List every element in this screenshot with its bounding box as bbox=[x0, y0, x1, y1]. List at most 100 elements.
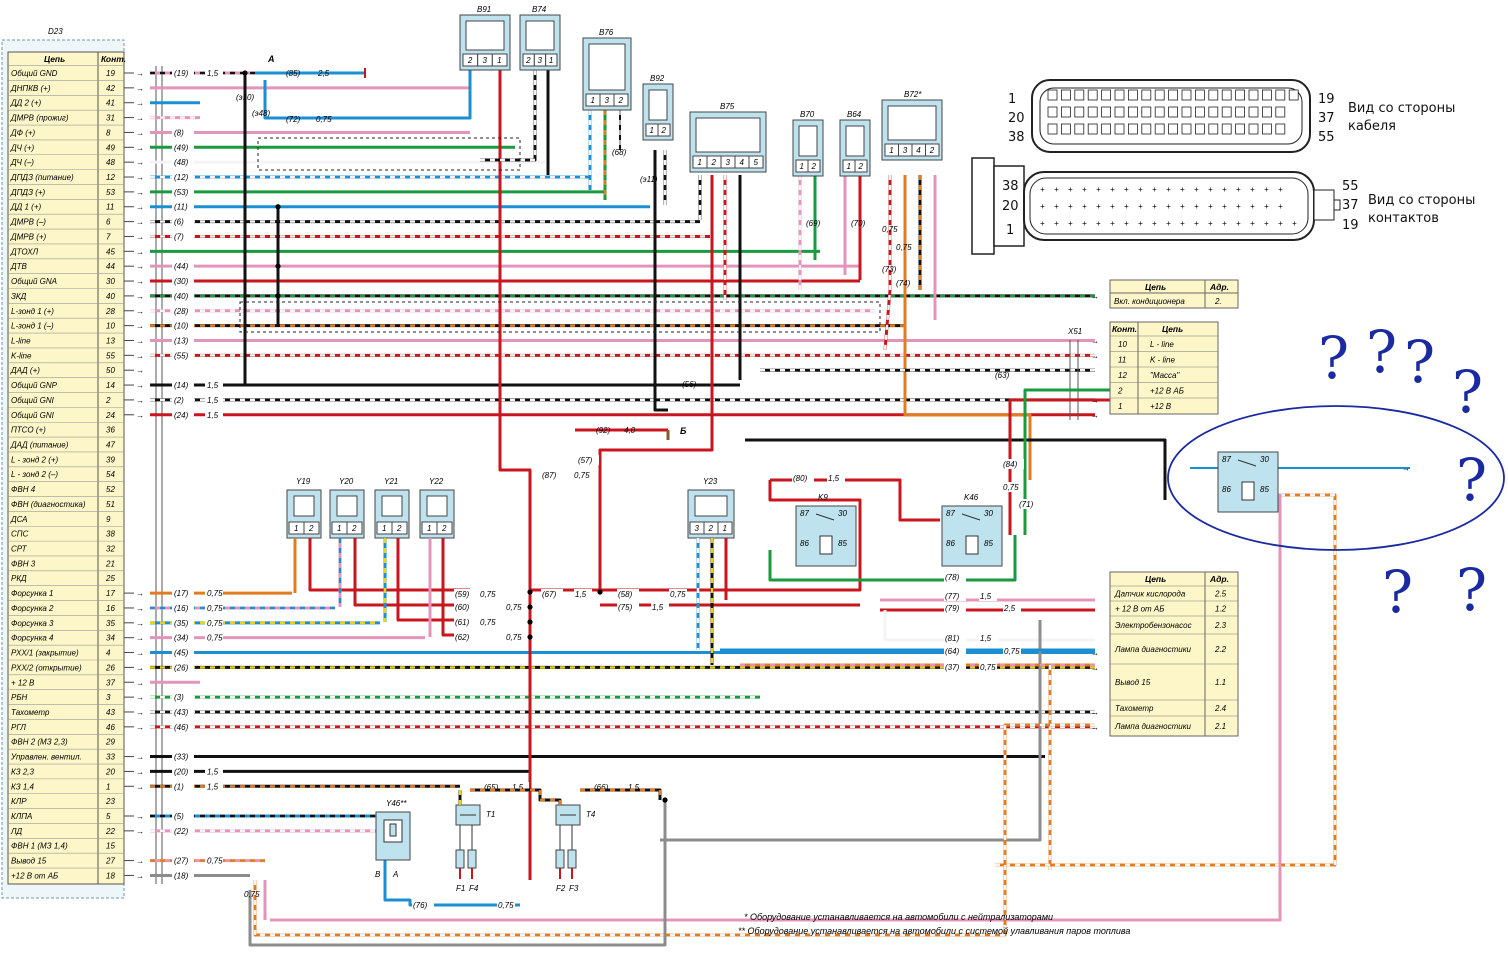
pin-contact: + bbox=[1040, 185, 1045, 194]
mid-wire-labels: (59)0,75(60)0,75(61)0,75(62)0,75(67)1,5(… bbox=[412, 455, 1040, 910]
junction-dot bbox=[275, 204, 281, 210]
label-bg bbox=[617, 602, 639, 612]
connector-view-cable: 1 20 38 19 37 55 Вид со стороны кабеля bbox=[1008, 79, 1455, 153]
pin-label: 2 bbox=[858, 162, 864, 171]
wire-74-num: (74) bbox=[896, 279, 911, 288]
pin-socket bbox=[1262, 106, 1272, 118]
arrow-icon: → bbox=[136, 114, 144, 123]
wire-74-sec: 0,75 bbox=[896, 243, 912, 252]
pin-socket bbox=[1141, 106, 1152, 118]
ecu-row-name: КЗ 1,4 bbox=[11, 782, 35, 791]
arrow-icon: → bbox=[136, 678, 144, 687]
diag-pin: 10 bbox=[1118, 340, 1127, 349]
fuse-name: + 12 В от АБ bbox=[1115, 605, 1164, 614]
y46-id: Y46** bbox=[386, 799, 407, 808]
label-bg bbox=[454, 632, 476, 642]
pin-cell bbox=[854, 159, 868, 173]
ecu-row-name: ДЧ (+) bbox=[10, 143, 34, 152]
cond-head-circuit: Цепь bbox=[1145, 282, 1166, 292]
wire-number: (79) bbox=[945, 604, 960, 613]
ecu-row-pin: 36 bbox=[106, 426, 115, 435]
wire-number: (66) bbox=[594, 783, 609, 792]
sensor-symbol bbox=[887, 105, 937, 141]
arrow-icon: → bbox=[136, 663, 144, 672]
label-bg bbox=[205, 766, 223, 777]
ecu-row-name: + 12 В bbox=[11, 678, 35, 687]
relay-id: K46 bbox=[964, 493, 979, 502]
pin-label: 3 bbox=[903, 146, 908, 155]
pin-socket bbox=[1275, 123, 1286, 135]
pin-contact: + bbox=[1068, 219, 1073, 228]
wire-number: (20) bbox=[174, 767, 189, 776]
contact-pin-grid: ++++++++++++++++++++++++++++++++++++++++… bbox=[1040, 185, 1297, 228]
sensor-id: B74 bbox=[532, 5, 547, 14]
wire-number: (67) bbox=[542, 590, 557, 599]
wire-number: (48) bbox=[174, 158, 189, 167]
label-bg bbox=[479, 617, 497, 627]
plug-label: F3 bbox=[569, 884, 579, 893]
ecu-row-name: Общий GNP bbox=[11, 381, 58, 390]
arrow-icon: → bbox=[136, 708, 144, 717]
arrow-icon: → bbox=[136, 723, 144, 732]
junction-a-label: А bbox=[267, 54, 275, 64]
pin-socket bbox=[1101, 123, 1111, 135]
label-bg bbox=[483, 782, 505, 792]
label-bg bbox=[172, 320, 194, 331]
sensor-symbol bbox=[648, 89, 668, 121]
diag-name: +12 В bbox=[1150, 402, 1172, 411]
ecu-row-name: ЗКД bbox=[11, 292, 27, 301]
ecu-row-pin: 25 bbox=[105, 574, 115, 583]
ecu-row-pin: 2 bbox=[105, 396, 111, 405]
arrow-icon: → bbox=[136, 857, 144, 866]
wire-section: 2,5 bbox=[1003, 604, 1016, 613]
cable-n37: 37 bbox=[1318, 111, 1335, 126]
label-bg bbox=[172, 811, 194, 821]
wire-number: (37) bbox=[945, 663, 960, 672]
junction-dot bbox=[597, 589, 603, 595]
junction-dot bbox=[242, 70, 248, 76]
pin-socket bbox=[1195, 89, 1205, 101]
ecu-row-name: K-line bbox=[11, 351, 32, 360]
wire-number: (55) bbox=[174, 351, 189, 360]
pin-label: 1 bbox=[382, 524, 386, 533]
label-bg bbox=[205, 855, 223, 866]
ecu-row-name: ФВН 1 (МЗ 1,4) bbox=[11, 842, 68, 851]
pin-contact: + bbox=[1194, 202, 1199, 211]
arrow-icon: → bbox=[136, 589, 144, 598]
pin-contact: + bbox=[1250, 202, 1255, 211]
contacts-n1: 1 bbox=[1006, 223, 1014, 238]
wire-68-num: (68) bbox=[612, 148, 627, 157]
label-bg bbox=[172, 305, 194, 316]
wire-section: 1,5 bbox=[207, 69, 219, 78]
label-bg bbox=[205, 409, 223, 420]
plug-label: F2 bbox=[556, 884, 566, 893]
arrow-icon: → bbox=[136, 336, 144, 345]
wire-number: (1) bbox=[174, 782, 184, 791]
wire-section: 0,75 bbox=[207, 589, 223, 598]
pin-contact: + bbox=[1110, 202, 1115, 211]
wire-section: 1,5 bbox=[207, 381, 219, 390]
label-bg bbox=[593, 782, 615, 792]
relay-term-87: 87 bbox=[1222, 455, 1231, 464]
ecu-row-pin: 5 bbox=[106, 812, 111, 821]
pin-contact: + bbox=[1082, 219, 1087, 228]
wire-72-num: (72) bbox=[286, 115, 301, 124]
wire-section: 1,5 bbox=[207, 411, 219, 420]
pin-socket bbox=[1262, 123, 1272, 135]
y46-pin-b: B bbox=[375, 870, 381, 879]
pin-contact: + bbox=[1124, 202, 1129, 211]
diag-pin: 11 bbox=[1118, 356, 1126, 365]
cond-row-addr: 2. bbox=[1214, 297, 1222, 306]
pin-socket bbox=[1114, 89, 1125, 101]
arrow-icon: → bbox=[136, 351, 144, 360]
pin-cell bbox=[436, 521, 453, 535]
x51-label: X51 bbox=[1067, 327, 1082, 336]
